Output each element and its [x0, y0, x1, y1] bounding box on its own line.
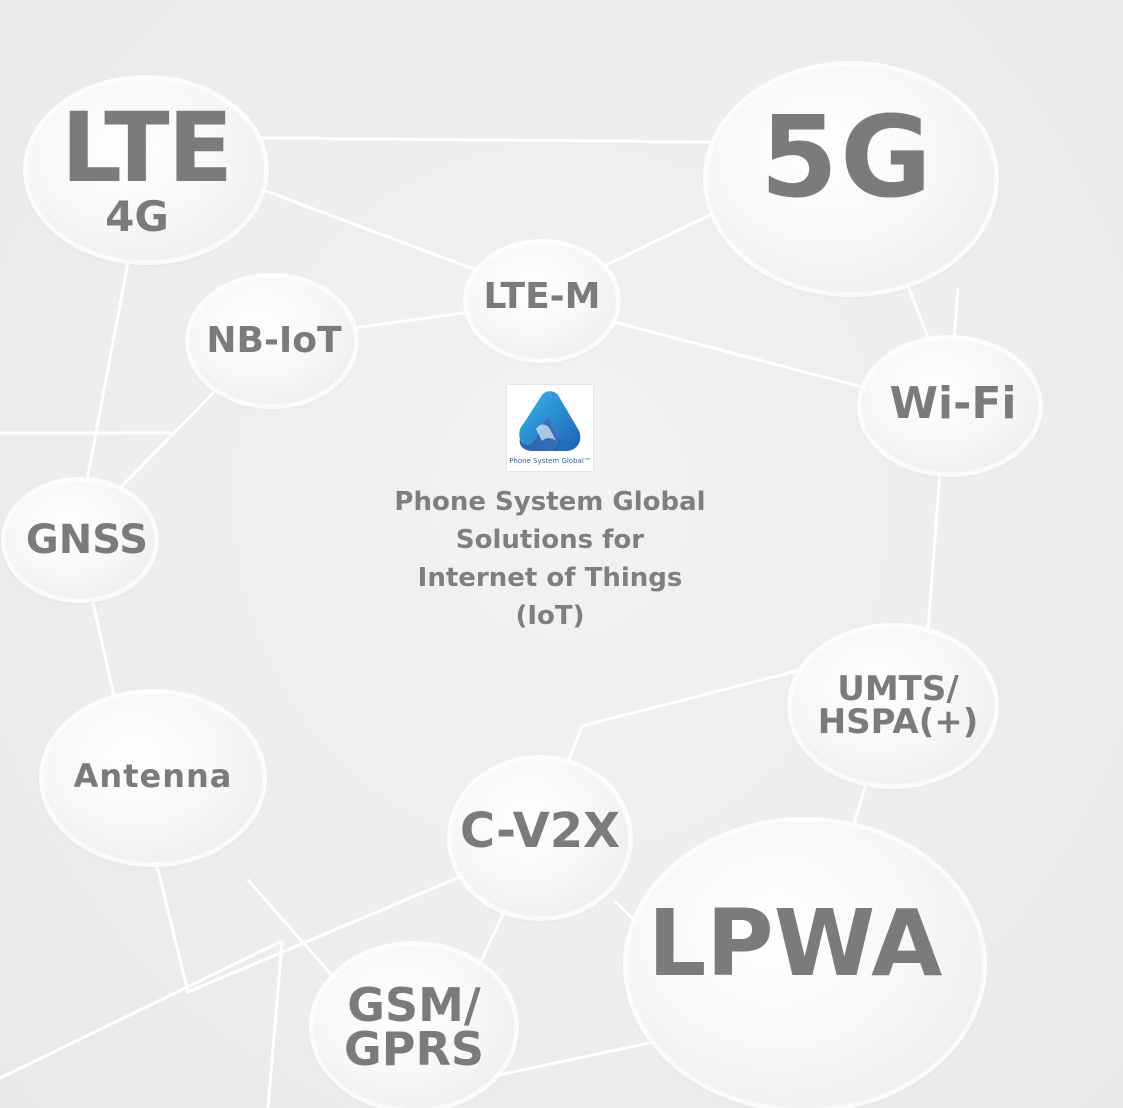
link-antenna-down: [154, 860, 190, 994]
link-bottom-left: [0, 940, 282, 1080]
antenna-label: Antenna: [73, 757, 233, 796]
link-5g-wifi: [906, 284, 932, 344]
link-lte-5g: [260, 136, 714, 144]
c-v2x-node: C-V2X: [452, 760, 628, 916]
gnss-node: GNSS: [6, 482, 154, 598]
gsm-label: GSM/: [347, 977, 481, 1032]
link-ltem-wifi: [612, 320, 868, 390]
wifi-node: Wi-Fi: [862, 340, 1038, 472]
link-umts-cv2x: [580, 668, 802, 728]
link-wifi-umts: [926, 470, 942, 632]
link-gnss-antenna: [90, 596, 116, 698]
logo-mark-icon: [519, 391, 581, 451]
wifi-label: Wi-Fi: [889, 377, 1017, 429]
center-line-3: Internet of Things: [417, 563, 683, 593]
center-line-4: (IoT): [515, 601, 585, 631]
link-lte-ltem: [256, 186, 478, 272]
nb-iot-node: NB-IoT: [190, 278, 354, 404]
lpwa-label: LPWA: [647, 889, 943, 997]
center-branding: Phone System Global™ Phone System Global…: [394, 385, 706, 635]
center-line-2: Solutions for: [455, 525, 645, 555]
lte-4g-node: LTE 4G: [28, 80, 264, 260]
umts-label: UMTS/: [837, 668, 959, 709]
link-nbiot-gnss: [118, 390, 216, 490]
lpwa-node: LPWA: [628, 822, 982, 1108]
link-nbiot-ltem: [352, 310, 472, 330]
5g-node: 5G: [708, 66, 994, 292]
center-line-1: Phone System Global: [394, 487, 706, 517]
gsm-gprs-node: GSM/ GPRS: [314, 946, 514, 1108]
lte-label: LTE: [60, 91, 233, 204]
link-bend-cv2x: [566, 724, 584, 764]
link-gsm-lpwa: [492, 1040, 656, 1078]
center-title: Phone System Global Solutions for Intern…: [394, 483, 705, 635]
c-v2x-label: C-V2X: [459, 802, 621, 859]
lte-m-label: LTE-M: [483, 276, 601, 318]
link-bend-cv2x-left: [186, 874, 464, 994]
link-cross-gsm: [246, 878, 338, 982]
hspa-label: HSPA(+): [817, 702, 979, 742]
gnss-label: GNSS: [25, 516, 149, 563]
nb-iot-label: NB-IoT: [206, 320, 342, 362]
4g-label: 4G: [105, 191, 169, 241]
link-bottom-vert: [266, 940, 284, 1108]
logo-caption: Phone System Global™: [509, 457, 591, 465]
link-5g-edge: [952, 288, 960, 340]
link-cv2x-gsm: [474, 910, 506, 974]
gprs-label: GPRS: [343, 1022, 485, 1076]
link-ltem-5g: [602, 212, 714, 268]
lte-m-node: LTE-M: [468, 244, 616, 358]
umts-hspa-node: UMTS/ HSPA(+): [792, 628, 994, 784]
5g-label: 5G: [760, 93, 934, 224]
link-lte-gnss: [84, 260, 130, 488]
phone-system-global-logo: Phone System Global™: [507, 385, 593, 471]
link-umts-lpwa: [850, 782, 868, 832]
antenna-node: Antenna: [44, 694, 262, 862]
